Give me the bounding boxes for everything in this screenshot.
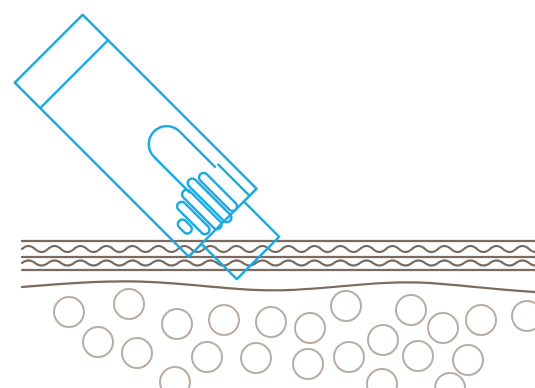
cell-circle	[366, 368, 398, 388]
grip-ridges-icon	[175, 171, 239, 236]
cell-circle	[330, 290, 362, 322]
cell-circle	[367, 324, 399, 356]
upper-wave-line	[20, 244, 535, 254]
cell-circle	[255, 306, 287, 338]
side-slot	[217, 163, 251, 197]
cell-circle	[159, 366, 191, 388]
cell-circle	[402, 340, 434, 372]
cell-circles	[53, 288, 535, 388]
cell-circle	[240, 342, 272, 374]
cell-circle	[82, 326, 114, 358]
cell-circle	[113, 288, 145, 320]
surface-layers	[20, 239, 535, 294]
cap-divider	[39, 39, 110, 110]
cell-circle	[511, 300, 535, 332]
cell-circle	[208, 304, 240, 336]
cell-circle	[161, 308, 193, 340]
cell-circle	[465, 304, 497, 336]
cell-circle	[121, 337, 153, 369]
cell-circle	[292, 348, 324, 380]
cell-circle	[53, 296, 85, 328]
lancing-device-icon	[13, 13, 281, 281]
cell-circle	[294, 312, 326, 344]
trigger-button-icon	[147, 124, 217, 194]
cell-circle	[452, 344, 484, 376]
cell-circle	[333, 341, 365, 373]
cell-circle	[395, 294, 427, 326]
lower-wave-line	[20, 259, 535, 267]
tissue-boundary-line	[20, 280, 535, 294]
cell-circle	[427, 312, 459, 344]
device-body	[13, 13, 281, 281]
tip-divider	[187, 187, 258, 258]
cell-circle	[191, 341, 223, 373]
cell-circle	[434, 372, 466, 388]
